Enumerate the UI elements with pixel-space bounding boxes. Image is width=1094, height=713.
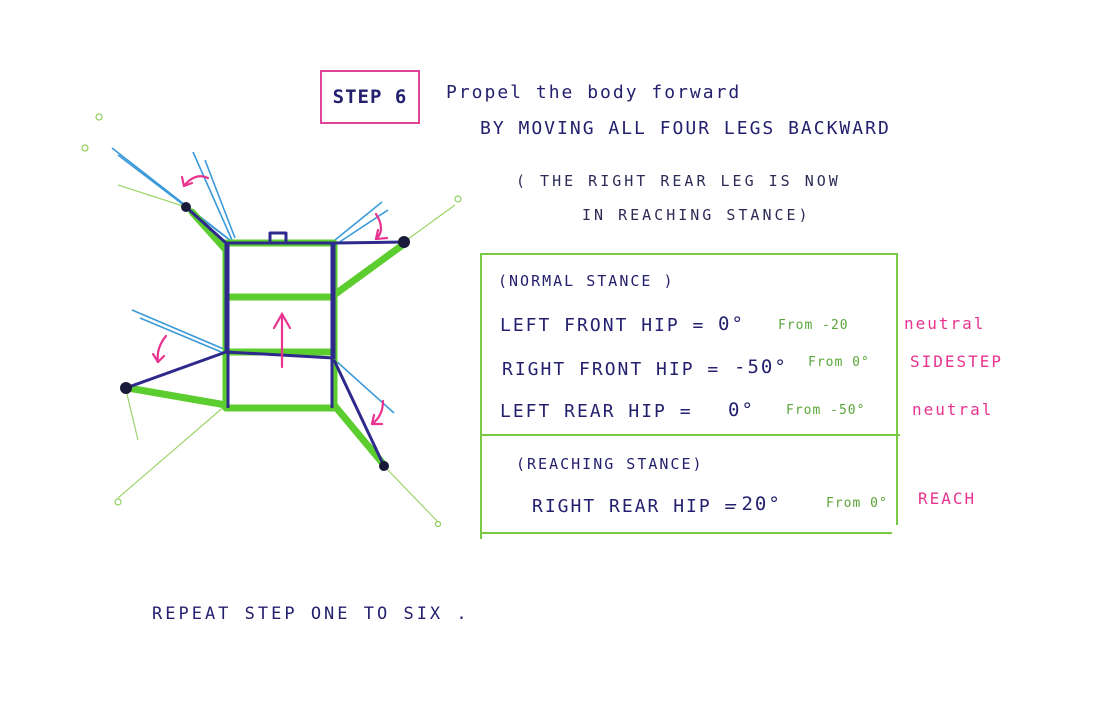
stance-row-label: RIGHT FRONT HIP =	[502, 359, 721, 380]
leg-feet	[120, 202, 410, 471]
stance-row-label: LEFT FRONT HIP =	[500, 315, 706, 336]
stance-row-value: 0°	[728, 399, 755, 421]
normal-stance-heading: (NORMAL STANCE )	[498, 272, 675, 290]
previous-leg-positions	[111, 147, 395, 414]
stance-row-from: From 0°	[826, 496, 888, 511]
reaching-stance-heading: (REACHING STANCE)	[516, 455, 704, 473]
instruction-line-2: BY MOVING ALL FOUR LEGS BACKWARD	[480, 118, 891, 139]
stance-row-mode: REACH	[918, 489, 977, 508]
stance-row-label: LEFT REAR HIP =	[500, 401, 693, 422]
note-line-1: ( THE RIGHT REAR LEG IS NOW	[516, 172, 841, 190]
guide-endpoints	[81, 113, 462, 528]
stance-row-mode: SIDESTEP	[910, 352, 1004, 371]
step-label: STEP 6	[320, 70, 420, 124]
note-line-2: IN REACHING STANCE)	[582, 206, 811, 224]
stance-row-label: RIGHT REAR HIP =	[532, 496, 738, 517]
stance-row-value: -50°	[734, 356, 788, 378]
instruction-line-1: Propel the body forward	[446, 82, 742, 103]
stance-row-from: From -50°	[786, 403, 866, 418]
guide-lines	[117, 184, 456, 523]
stance-row-mode: neutral	[912, 400, 994, 419]
repeat-instruction: REPEAT STEP ONE TO SIX .	[152, 604, 470, 624]
robot-body-outline	[125, 205, 405, 467]
stance-row-from: From 0°	[808, 355, 870, 370]
stance-row-mode: neutral	[904, 314, 986, 333]
stance-row-value: 0°	[718, 313, 745, 335]
motion-arrows	[151, 175, 389, 426]
robot-body-green	[124, 208, 408, 470]
stance-table	[480, 253, 900, 539]
stance-row-value: -20°	[728, 493, 782, 515]
stance-row-from: From -20	[778, 318, 849, 333]
